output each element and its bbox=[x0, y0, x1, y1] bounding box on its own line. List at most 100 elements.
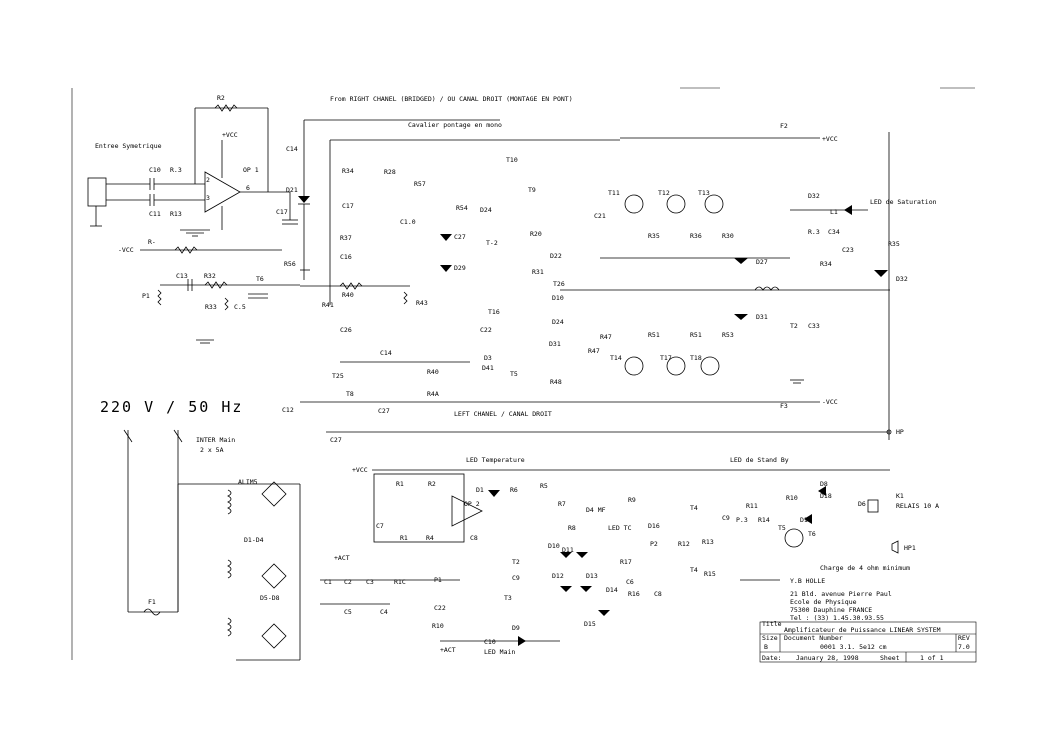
svg-text:T12: T12 bbox=[658, 189, 670, 197]
svg-text:T3: T3 bbox=[504, 594, 512, 602]
svg-text:C10: C10 bbox=[484, 638, 496, 646]
svg-text:T26: T26 bbox=[553, 280, 565, 288]
svg-text:T2: T2 bbox=[512, 558, 520, 566]
svg-text:C27: C27 bbox=[378, 407, 390, 415]
svg-text:F2: F2 bbox=[780, 122, 788, 130]
svg-text:T17: T17 bbox=[660, 354, 672, 362]
led-temp-label: LED Temperature bbox=[466, 456, 525, 464]
svg-text:C9: C9 bbox=[722, 514, 730, 522]
opamp-1-label: OP 1 bbox=[243, 166, 259, 174]
svg-text:+VCC: +VCC bbox=[222, 131, 238, 139]
svg-text:D13: D13 bbox=[586, 572, 598, 580]
svg-text:T10: T10 bbox=[506, 156, 518, 164]
svg-text:C27: C27 bbox=[330, 436, 342, 444]
svg-text:F1: F1 bbox=[148, 598, 156, 606]
svg-text:D5-D8: D5-D8 bbox=[260, 594, 280, 602]
svg-text:R30: R30 bbox=[722, 232, 734, 240]
left-channel-note: LEFT CHANEL / CANAL DROIT bbox=[454, 410, 552, 418]
power-supply: 220 V / 50 Hz INTER Main 2 x 5A F1 ALIM5… bbox=[100, 398, 301, 661]
svg-text:R36: R36 bbox=[690, 232, 702, 240]
svg-text:D3: D3 bbox=[484, 354, 492, 362]
svg-text:R15: R15 bbox=[704, 570, 716, 578]
sheet-value: 1 of 1 bbox=[920, 654, 944, 662]
svg-text:D4 MF: D4 MF bbox=[586, 506, 606, 514]
svg-text:D22: D22 bbox=[550, 252, 562, 260]
svg-text:3: 3 bbox=[206, 194, 210, 202]
rev-label: REV bbox=[958, 634, 970, 642]
svg-text:D27: D27 bbox=[756, 258, 768, 266]
svg-text:D8: D8 bbox=[820, 480, 828, 488]
svg-text:D10: D10 bbox=[548, 542, 560, 550]
input-section: Entree Symetrique C10 C11 R.3 R13 R2 OP … bbox=[87, 94, 300, 344]
svg-text:D6: D6 bbox=[858, 500, 866, 508]
svg-text:R12: R12 bbox=[678, 540, 690, 548]
svg-text:C8: C8 bbox=[470, 534, 478, 542]
svg-text:6: 6 bbox=[246, 184, 250, 192]
svg-text:R35: R35 bbox=[888, 240, 900, 248]
svg-text:C3: C3 bbox=[366, 578, 374, 586]
author-line-4: 75300 Dauphine FRANCE bbox=[790, 606, 872, 614]
input-label: Entree Symetrique bbox=[95, 142, 162, 150]
svg-text:T13: T13 bbox=[698, 189, 710, 197]
svg-text:R43: R43 bbox=[416, 299, 428, 307]
author-line-3: Ecole de Physique bbox=[790, 598, 857, 606]
led-main-label: LED Main bbox=[484, 648, 515, 656]
svg-text:T4: T4 bbox=[690, 566, 698, 574]
svg-text:D29: D29 bbox=[454, 264, 466, 272]
svg-text:-VCC: -VCC bbox=[822, 398, 838, 406]
output-stage: F2 +VCC T11 T12 T13 C21 R35 R36 R30 D27 … bbox=[560, 122, 937, 440]
svg-text:D32: D32 bbox=[808, 192, 820, 200]
svg-text:D11: D11 bbox=[562, 546, 574, 554]
saturation-led-label: LED de Saturation bbox=[870, 198, 937, 206]
opamp-1 bbox=[204, 171, 241, 213]
svg-text:C9: C9 bbox=[512, 574, 520, 582]
svg-text:+ACT: +ACT bbox=[334, 554, 350, 562]
svg-text:L1: L1 bbox=[830, 208, 838, 216]
svg-text:C1.0: C1.0 bbox=[400, 218, 416, 226]
svg-text:R8: R8 bbox=[568, 524, 576, 532]
svg-text:R33: R33 bbox=[205, 303, 217, 311]
svg-text:T-2: T-2 bbox=[486, 239, 498, 247]
svg-text:R1: R1 bbox=[400, 534, 408, 542]
svg-text:R34: R34 bbox=[820, 260, 832, 268]
svg-text:P.3: P.3 bbox=[736, 516, 748, 524]
svg-text:R1: R1 bbox=[396, 480, 404, 488]
inter-main-label: INTER Main bbox=[196, 436, 235, 444]
svg-text:D14: D14 bbox=[606, 586, 618, 594]
author-line-2: 21 Bld. avenue Pierre Paul bbox=[790, 590, 892, 598]
svg-text:D16: D16 bbox=[648, 522, 660, 530]
transformer-3: D5-D8 bbox=[227, 594, 287, 649]
pos-vcc-label: +VCC bbox=[822, 135, 838, 143]
svg-text:R47: R47 bbox=[600, 333, 612, 341]
svg-text:D12: D12 bbox=[552, 572, 564, 580]
svg-text:C27: C27 bbox=[454, 233, 466, 241]
title-label: Title bbox=[762, 620, 782, 628]
neg-vcc-label: -VCC bbox=[118, 246, 134, 254]
svg-text:R13: R13 bbox=[170, 210, 182, 218]
svg-text:HP1: HP1 bbox=[904, 544, 916, 552]
svg-text:R9: R9 bbox=[628, 496, 636, 504]
svg-text:HP: HP bbox=[896, 428, 904, 436]
author-line-1: Y.B HOLLE bbox=[790, 577, 825, 585]
svg-text:T6: T6 bbox=[808, 530, 816, 538]
svg-text:T11: T11 bbox=[608, 189, 620, 197]
svg-text:C34: C34 bbox=[828, 228, 840, 236]
svg-text:D24: D24 bbox=[552, 318, 564, 326]
svg-text:R7: R7 bbox=[558, 500, 566, 508]
drawing-frame bbox=[71, 87, 975, 660]
svg-text:R31: R31 bbox=[532, 268, 544, 276]
title-value: Amplificateur de Puissance LINEAR SYSTEM bbox=[784, 626, 941, 634]
svg-text:R5: R5 bbox=[540, 482, 548, 490]
svg-text:C13: C13 bbox=[176, 272, 188, 280]
svg-text:C1: C1 bbox=[324, 578, 332, 586]
svg-text:+VCC: +VCC bbox=[352, 466, 368, 474]
svg-text:R4A: R4A bbox=[427, 390, 439, 398]
svg-text:R.3: R.3 bbox=[808, 228, 820, 236]
sheet-label: Sheet bbox=[880, 654, 900, 662]
svg-text:D24: D24 bbox=[480, 206, 492, 214]
driver-section: C14 D21 R56 R34 C17 R37 C16 R40 R41 C26 … bbox=[282, 119, 890, 444]
svg-text:R35: R35 bbox=[648, 232, 660, 240]
svg-text:+ACT: +ACT bbox=[440, 646, 456, 654]
protection-section: +VCC LED Temperature R1 R2 OP 2 D1 R6 R5… bbox=[320, 456, 939, 656]
svg-text:R37: R37 bbox=[340, 234, 352, 242]
